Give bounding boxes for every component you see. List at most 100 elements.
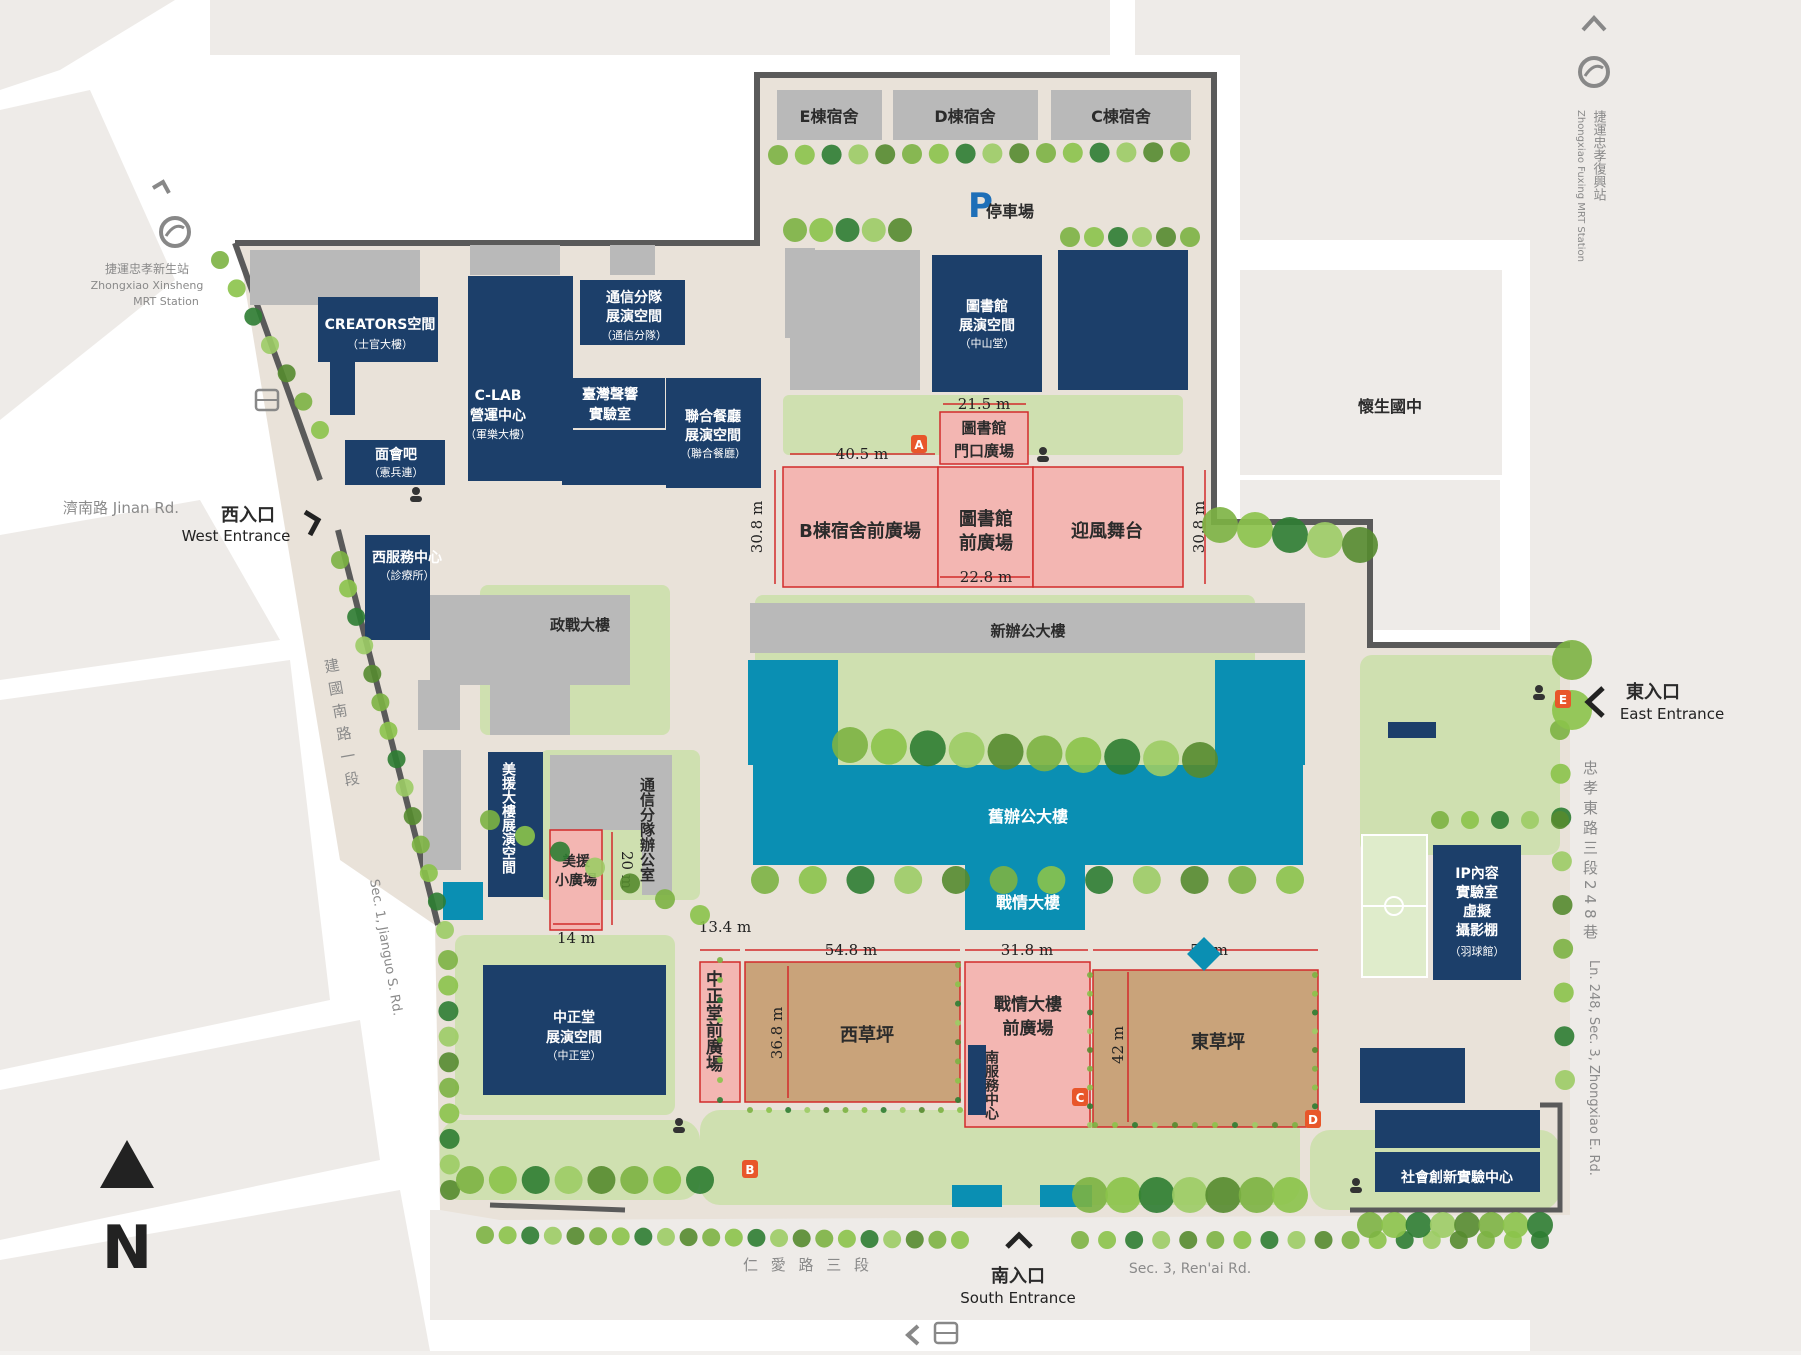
tree [1461, 811, 1479, 829]
tree [948, 732, 985, 768]
library-gate-plaza-l1: 圖書館 [961, 419, 1006, 437]
b-dorm-plaza: B棟宿舍前廣場 [799, 520, 921, 542]
bus-south-arrow-icon [905, 1324, 920, 1346]
tree [989, 866, 1018, 894]
tree [347, 607, 366, 626]
tree [1342, 527, 1378, 563]
tree [768, 145, 788, 165]
marker-e: E [1555, 690, 1571, 708]
marker-b: B [742, 1160, 758, 1178]
tree [941, 866, 970, 894]
library-sub: （中山堂） [960, 337, 1015, 350]
tree [794, 144, 815, 165]
tree [438, 950, 458, 970]
tree [363, 664, 382, 683]
tree [1550, 763, 1571, 784]
tree [928, 1230, 947, 1249]
west-entrance-zh: 西入口 [221, 505, 275, 526]
tree [438, 1026, 459, 1047]
tree [1431, 811, 1449, 829]
tree [395, 778, 414, 797]
parking-label: 停車場 [986, 202, 1034, 221]
social-building: 社會創新實驗中心 [1400, 1169, 1513, 1186]
tree [261, 336, 279, 354]
tree [1552, 640, 1592, 680]
tree [1152, 1231, 1171, 1249]
tree [1381, 1212, 1408, 1238]
tree [294, 392, 313, 411]
tree [1089, 142, 1110, 163]
svg-text:C: C [1076, 1091, 1085, 1105]
dim-zhongzheng-front-width: 13.4 m [699, 918, 751, 936]
south-boundary-left [489, 1202, 626, 1213]
tree [371, 693, 390, 712]
mrt-xinsheng-en-1: Zhongxiao Xinsheng [91, 279, 204, 292]
d-dorm [893, 90, 1038, 140]
zhongzheng-name-2: 展演空間 [546, 1029, 602, 1046]
svg-text:E: E [1559, 693, 1567, 707]
tree [1454, 1212, 1481, 1238]
mrt-fuxing-zh: 捷運忠孝復興站 [1591, 110, 1607, 201]
tree [717, 1057, 723, 1063]
marker-c: C [1072, 1088, 1088, 1106]
tree [690, 905, 710, 925]
tree [1205, 1177, 1242, 1213]
tree [1087, 1047, 1093, 1053]
zhongzheng-name: 中正堂 [553, 1009, 595, 1026]
tree [686, 1166, 714, 1194]
tree [861, 1107, 868, 1113]
school-label: 懷生國中 [1358, 397, 1422, 416]
tree [955, 981, 961, 988]
tree [543, 1226, 562, 1245]
tree [955, 1097, 961, 1103]
dim-west-lawn-width: 54.8 m [825, 941, 877, 959]
west-service-sub: （診療所） [380, 568, 435, 582]
tree [1138, 1177, 1175, 1213]
tree [860, 1230, 879, 1249]
east-small-building [1388, 722, 1436, 738]
south-entrance-arrow-icon [1005, 1231, 1033, 1249]
diamond-marker [1187, 937, 1221, 971]
library-name: 圖書館 [966, 298, 1008, 315]
tree [456, 1166, 484, 1194]
tree [1312, 1047, 1318, 1053]
warroom-label: 戰情大樓 [996, 893, 1060, 912]
d-dorm-label: D棟宿舍 [934, 107, 996, 126]
tree [717, 1017, 723, 1023]
library-front-plaza-l1: 圖書館 [959, 508, 1013, 530]
tree [476, 1226, 494, 1244]
tree [566, 1226, 585, 1245]
tree [1125, 1231, 1144, 1249]
e-dorm [777, 90, 882, 140]
tree [1170, 142, 1190, 162]
lane-248-zh: 忠孝東路三段248巷 [1581, 760, 1599, 944]
tree [1036, 143, 1056, 163]
renai-road-en: Sec. 3, Ren'ai Rd. [1129, 1261, 1251, 1277]
tree [1071, 1231, 1089, 1249]
meiyuan-building: 美援大樓展演空間 [500, 761, 516, 875]
library-gate-plaza-l2: 門口廣場 [954, 442, 1014, 460]
tree [1065, 737, 1102, 773]
tree [211, 251, 229, 269]
tree [987, 733, 1024, 770]
east-entrance-zh: 東入口 [1626, 681, 1680, 703]
tree [1233, 1231, 1252, 1249]
meet-bar-name: 面會吧 [375, 446, 417, 463]
dim-warroom-front-width: 31.8 m [1001, 941, 1053, 959]
tree [339, 579, 358, 598]
tree [717, 957, 723, 963]
old-office-label: 舊辦公大樓 [988, 807, 1068, 826]
dining-name: 聯合餐廳 [685, 408, 741, 425]
tree [809, 218, 834, 242]
taiwan-sound-name-2: 實驗室 [589, 406, 631, 423]
comm-office-building: 通信分隊辦公室 [638, 777, 656, 882]
tree [653, 1166, 682, 1194]
tree [880, 1107, 887, 1113]
clab-name: C-LAB [475, 388, 522, 404]
tree [439, 1077, 460, 1098]
tree [717, 1037, 723, 1043]
mrt-xinsheng-en-2: MRT Station [133, 295, 199, 308]
svg-text:D: D [1308, 1113, 1318, 1127]
tree [955, 143, 976, 164]
